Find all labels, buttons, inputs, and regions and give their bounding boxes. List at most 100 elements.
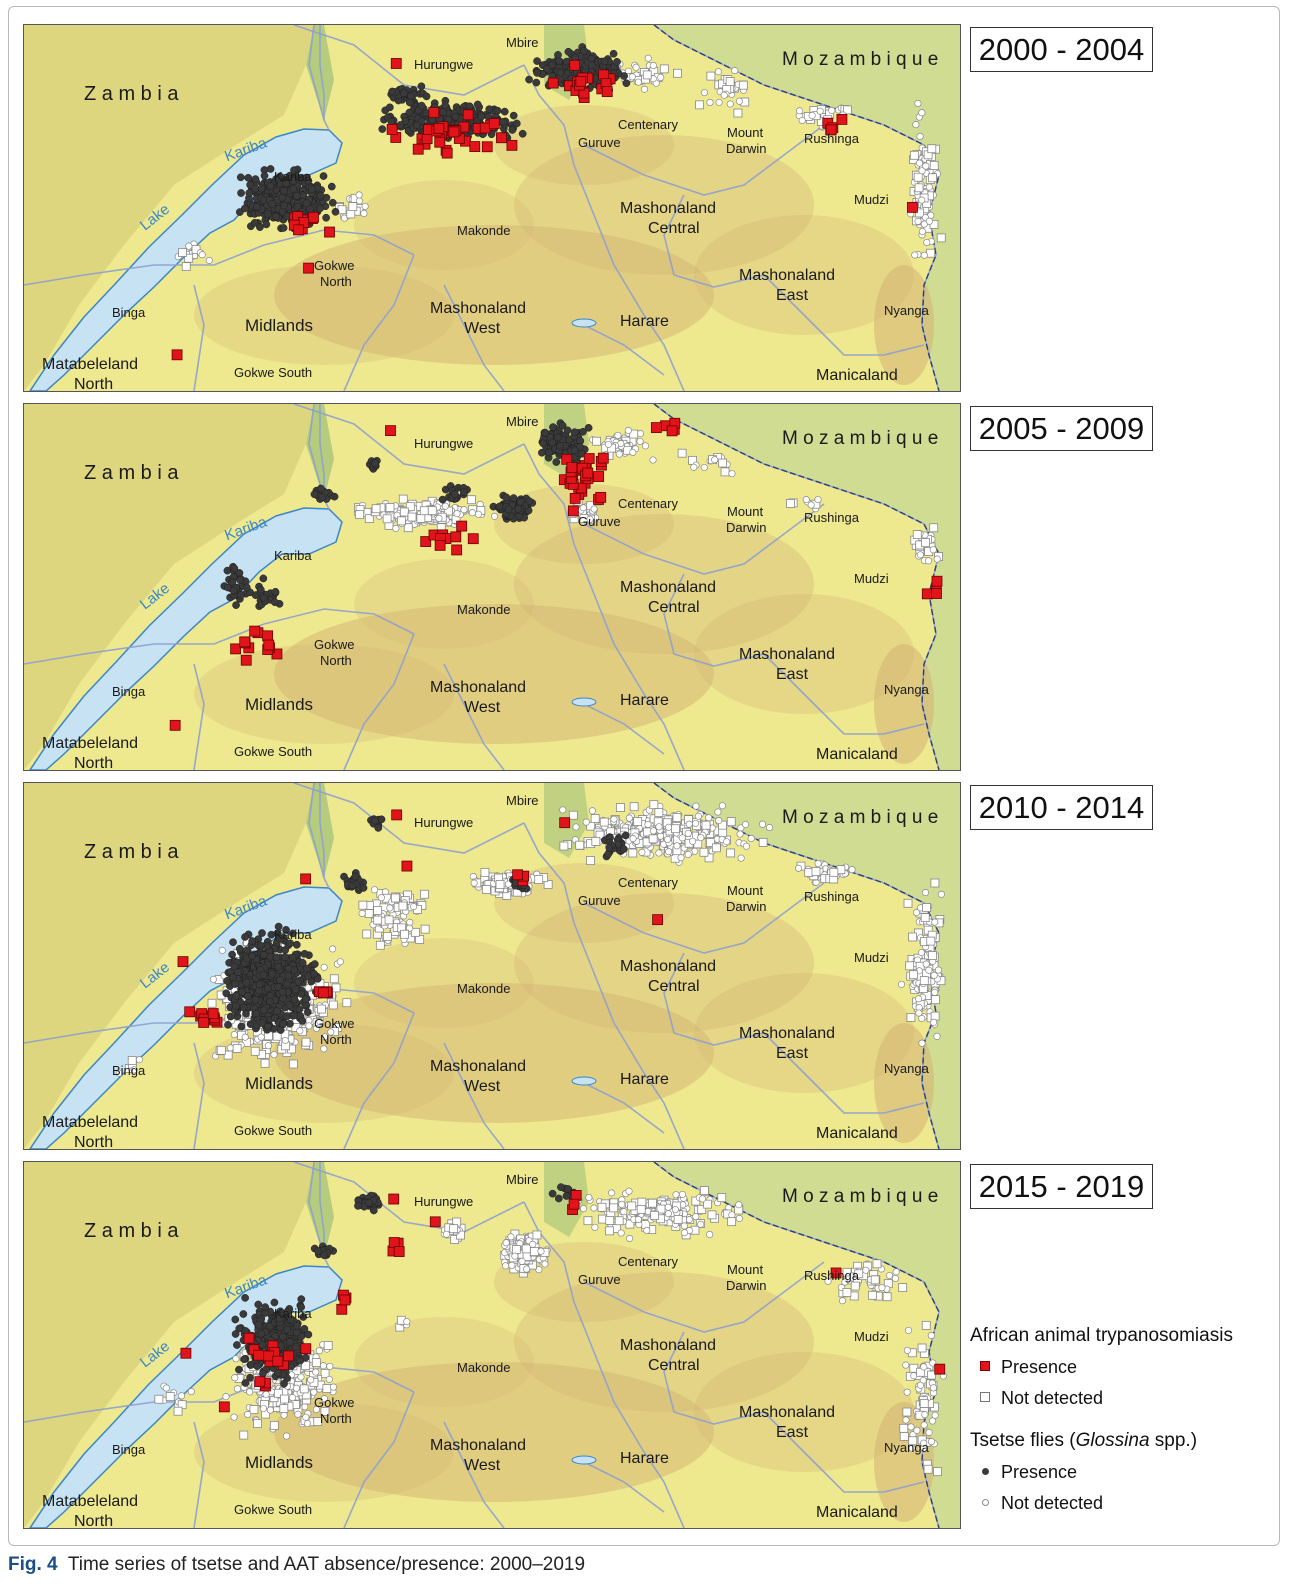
place-label: North [320, 1032, 352, 1047]
tsetse-not-detected-marker [931, 988, 939, 996]
aat-not-detected-marker [921, 538, 930, 548]
tsetse-presence-marker [417, 117, 426, 126]
tsetse-not-detected-marker [625, 814, 633, 822]
aat-not-detected-marker [407, 512, 417, 522]
place-label: Gokwe South [234, 744, 312, 759]
tsetse-not-detected-marker [714, 808, 722, 816]
tsetse-presence-marker [223, 566, 232, 575]
tsetse-presence-marker [234, 968, 242, 977]
aat-not-detected-marker [636, 1204, 646, 1214]
aat-not-detected-marker [280, 1394, 289, 1404]
aat-not-detected-marker [320, 1369, 330, 1378]
tsetse-not-detected-marker [794, 864, 803, 872]
aat-not-detected-marker [371, 504, 381, 514]
boundary-line [293, 25, 525, 96]
tsetse-not-detected-marker [327, 1028, 335, 1036]
tsetse-not-detected-marker [814, 859, 822, 868]
aat-not-detected-marker [671, 824, 680, 834]
aat-not-detected-marker [727, 1217, 737, 1227]
boundary-line [583, 124, 825, 196]
aat-not-detected-marker [909, 150, 919, 160]
tsetse-presence-marker [317, 493, 326, 502]
tsetse-presence-marker [327, 182, 336, 191]
tsetse-presence-marker [316, 204, 324, 213]
aat-presence-marker [293, 224, 304, 236]
boundary-line [583, 1261, 825, 1333]
boundary-line [523, 64, 615, 266]
aat-not-detected-marker [416, 514, 426, 523]
place-label: Darwin [726, 141, 766, 156]
aat-not-detected-marker [650, 1210, 659, 1220]
tsetse-not-detected-marker [892, 1268, 900, 1276]
place-label: Binga [112, 305, 146, 320]
aat-not-detected-marker [931, 995, 940, 1005]
aat-not-detected-marker [591, 836, 601, 846]
tsetse-not-detected-marker [610, 815, 618, 823]
tsetse-not-detected-marker [625, 1187, 633, 1195]
aat-not-detected-marker [711, 843, 721, 853]
tsetse-not-detected-marker [677, 854, 685, 862]
tsetse-not-detected-marker [588, 807, 596, 815]
aat-not-detected-marker [706, 838, 715, 847]
tsetse-not-detected-marker [535, 1266, 543, 1274]
aat-not-detected-marker [466, 495, 476, 505]
tsetse-presence-marker [584, 423, 593, 432]
place-label: Gokwe South [234, 365, 312, 380]
mozambique-land [654, 1162, 960, 1528]
tsetse-not-detected-marker [282, 1432, 291, 1440]
tsetse-presence-marker [292, 940, 301, 949]
tsetse-not-detected-marker [878, 1284, 886, 1292]
tsetse-presence-marker [271, 587, 280, 596]
tsetse-presence-marker [274, 174, 282, 183]
aat-not-detected-marker [260, 1058, 270, 1068]
aat-not-detected-marker [656, 1204, 666, 1214]
tsetse-presence-marker [543, 64, 551, 73]
harare-lake [571, 318, 597, 328]
international-border [653, 1162, 940, 1528]
tsetse-not-detected-marker [917, 949, 926, 957]
tsetse-presence-marker [292, 192, 301, 200]
aat-not-detected-marker [609, 1203, 619, 1213]
tsetse-presence-marker [401, 117, 410, 125]
tsetse-presence-marker [286, 939, 294, 948]
map-svg: Z a m b i aM o z a m b i q u eLakeKariba… [24, 25, 960, 391]
tsetse-not-detected-marker [474, 510, 482, 518]
tsetse-presence-marker [223, 583, 232, 592]
place-label: Mashonaland [739, 267, 835, 284]
highland-shading [694, 1352, 914, 1472]
tsetse-presence-marker [233, 1341, 241, 1349]
tsetse-presence-marker [229, 938, 237, 947]
tsetse-presence-marker [291, 985, 300, 994]
aat-presence-marker [666, 425, 678, 437]
tsetse-not-detected-marker [406, 918, 414, 926]
aat-not-detected-marker [923, 1464, 933, 1474]
aat-not-detected-marker [672, 813, 682, 822]
boundary-line [663, 573, 785, 675]
tsetse-presence-marker [297, 990, 306, 998]
tsetse-presence-marker [282, 926, 290, 934]
aat-presence-marker [300, 873, 312, 885]
tsetse-presence-marker [232, 1002, 240, 1010]
boundary-line [308, 404, 330, 510]
tsetse-presence-marker [228, 950, 236, 959]
tsetse-not-detected-marker [246, 1388, 254, 1396]
place-label: North [74, 376, 113, 391]
tsetse-presence-marker [541, 428, 550, 437]
aat-presence-marker [597, 452, 609, 464]
aat-presence-marker [421, 133, 433, 145]
tsetse-presence-marker [570, 446, 579, 455]
tsetse-not-detected-marker [910, 1372, 918, 1380]
tsetse-not-detected-marker [320, 1395, 328, 1403]
tsetse-presence-marker [604, 850, 612, 858]
aat-presence-marker [386, 124, 398, 135]
tsetse-not-detected-marker [643, 1226, 651, 1235]
tsetse-presence-marker [235, 1365, 243, 1374]
tsetse-presence-marker [258, 929, 266, 937]
boundary-line [783, 1052, 925, 1114]
figure-frame [8, 6, 1280, 1546]
tsetse-not-detected-marker [925, 1428, 933, 1436]
aat-not-detected-marker [906, 1013, 916, 1022]
tsetse-presence-marker [229, 586, 238, 595]
tsetse-presence-marker [245, 189, 254, 197]
tsetse-presence-marker [514, 504, 523, 513]
